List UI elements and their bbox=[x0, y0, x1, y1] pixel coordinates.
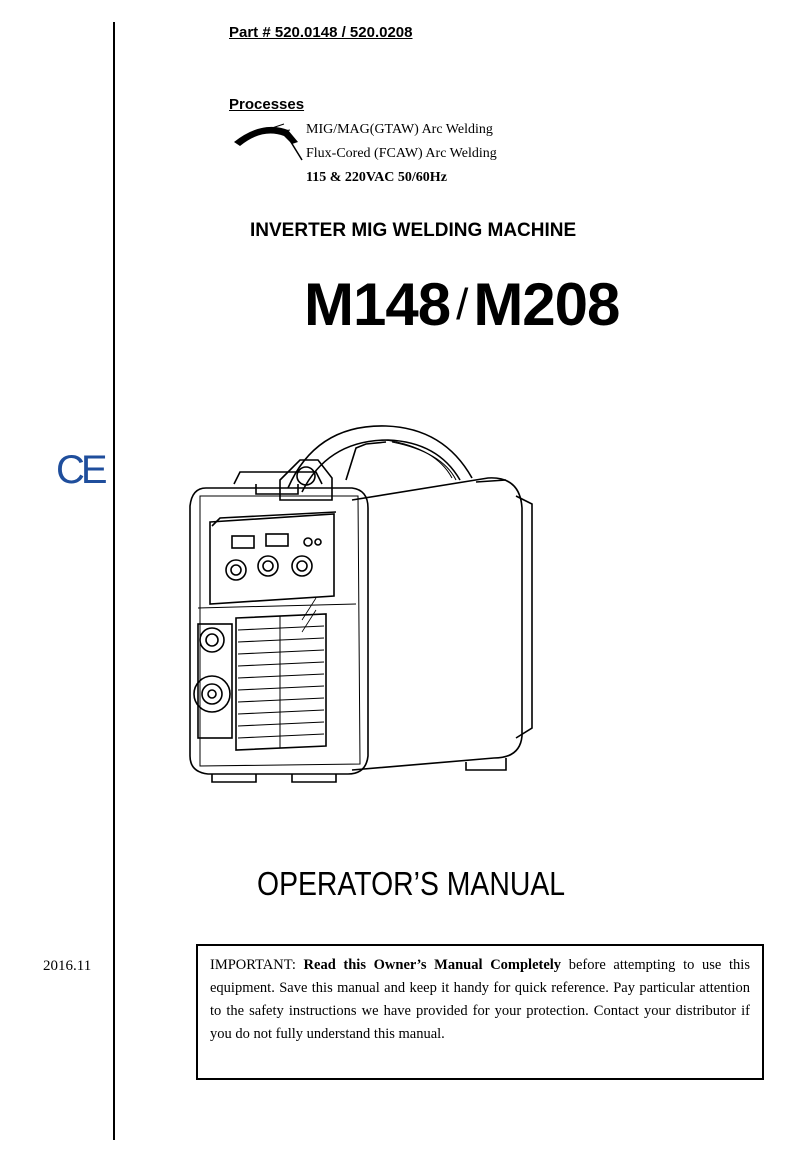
model-m208: M208 bbox=[473, 271, 620, 338]
important-notice: IMPORTANT: Read this Owner’s Manual Comp… bbox=[196, 944, 764, 1080]
model-m148: M148 bbox=[304, 271, 451, 338]
margin-rule bbox=[113, 22, 115, 1140]
model-title: M148/M208 bbox=[304, 270, 620, 339]
welding-machine-illustration bbox=[189, 425, 533, 783]
processes-heading: Processes bbox=[229, 96, 305, 113]
welding-arc-icon bbox=[234, 123, 303, 161]
publication-date: 2016.11 bbox=[43, 958, 92, 974]
important-emphasis: Read this Owner’s Manual Completely bbox=[303, 957, 562, 973]
part-number: Part # 520.0148 / 520.0208 bbox=[229, 24, 413, 41]
manual-title: OPERATOR’S MANUAL bbox=[257, 865, 566, 902]
model-separator: / bbox=[456, 280, 468, 329]
ce-mark: CE bbox=[56, 448, 108, 492]
process-item-fcaw: Flux-Cored (FCAW) Arc Welding bbox=[306, 146, 497, 161]
process-item-voltage: 115 & 220VAC 50/60Hz bbox=[306, 170, 447, 185]
machine-subtitle: INVERTER MIG WELDING MACHINE bbox=[250, 220, 577, 241]
process-item-mig: MIG/MAG(GTAW) Arc Welding bbox=[306, 122, 493, 137]
important-prefix: IMPORTANT: bbox=[210, 957, 304, 973]
important-body: before attempting to use this equipment.… bbox=[210, 957, 750, 1042]
